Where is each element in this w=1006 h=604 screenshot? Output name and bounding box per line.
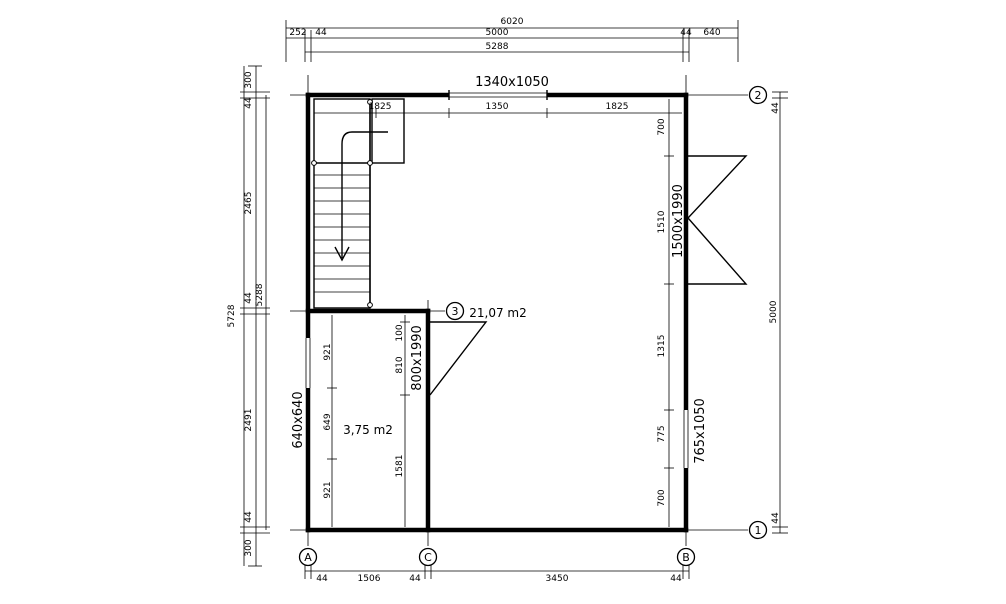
dim-small-room-2: 649 xyxy=(323,413,333,430)
axis-bubble-1: 1 xyxy=(748,520,768,540)
dim-left-wall: 44 xyxy=(315,28,327,38)
dim-top-inner-3: 1825 xyxy=(606,102,629,112)
dim-right-inner-1: 700 xyxy=(657,118,667,135)
area-main-room: 21,07 m2 xyxy=(469,306,527,320)
door-swing-inner xyxy=(429,321,488,396)
axis-bubble-b: B xyxy=(676,547,696,567)
axis-bubble-3: 3 xyxy=(445,301,465,321)
dim-left-chain-6: 44 xyxy=(244,511,254,523)
dim-left-overhang: 252 xyxy=(289,28,306,38)
label-left-window: 640x640 xyxy=(291,391,306,448)
opening-labels: 1340x1050 1500x1990 765x1050 640x640 800… xyxy=(291,75,708,464)
dim-left-chain-5: 2491 xyxy=(244,409,254,432)
dim-partition-2: 810 xyxy=(395,356,405,373)
dim-right-inner-2: 1510 xyxy=(657,210,667,233)
dim-small-room-3: 921 xyxy=(323,481,333,498)
dim-partition-1: 100 xyxy=(395,324,405,341)
dim-right-wall: 44 xyxy=(680,28,692,38)
svg-text:B: B xyxy=(682,551,690,564)
dim-left-chain-3: 2465 xyxy=(244,192,254,215)
dim-right-bottom-wall: 44 xyxy=(771,512,781,524)
right-dimension-group: 44 5000 44 xyxy=(769,91,788,534)
dim-right-overhang: 640 xyxy=(703,28,720,38)
axis-bubble-2: 2 xyxy=(748,85,768,105)
label-right-door: 1500x1990 xyxy=(671,184,686,258)
dim-bottom-4: 3450 xyxy=(546,574,569,584)
dim-overall-height: 5728 xyxy=(227,304,237,327)
dim-structure-width: 5288 xyxy=(486,42,509,52)
staircase xyxy=(311,98,405,309)
dim-bottom-5: 44 xyxy=(670,574,682,584)
dim-structure-height: 5288 xyxy=(255,283,265,306)
dim-left-chain-4: 44 xyxy=(244,292,254,304)
svg-text:A: A xyxy=(304,551,312,564)
dim-left-chain-7: 300 xyxy=(244,539,254,556)
dim-small-room-1: 921 xyxy=(323,343,333,360)
area-small-room: 3,75 m2 xyxy=(343,423,393,437)
window-markers xyxy=(304,90,690,468)
svg-text:3: 3 xyxy=(452,305,459,318)
top-dimension-group: 6020 252 44 5000 44 640 5288 xyxy=(285,17,739,62)
dim-inner-width: 5000 xyxy=(486,28,509,38)
label-inner-door: 800x1990 xyxy=(410,325,425,391)
dim-right-inner: 5000 xyxy=(769,300,779,323)
label-right-window: 765x1050 xyxy=(693,398,708,464)
dim-bottom-3: 44 xyxy=(409,574,421,584)
bottom-dimension-group: 44 1506 44 3450 44 xyxy=(304,563,690,584)
dim-right-inner-3: 1315 xyxy=(657,335,667,358)
svg-text:2: 2 xyxy=(755,89,762,102)
dim-bottom-2: 1506 xyxy=(358,574,381,584)
axis-bubble-c: C xyxy=(418,547,438,567)
dim-top-inner-2: 1350 xyxy=(486,102,509,112)
axis-bubble-a: A xyxy=(298,547,318,567)
dim-right-inner-4: 775 xyxy=(657,425,667,442)
dim-top-inner-1: 1825 xyxy=(369,102,392,112)
label-top-window: 1340x1050 xyxy=(475,75,549,90)
dim-bottom-1: 44 xyxy=(316,574,328,584)
dim-left-chain-1: 300 xyxy=(244,71,254,88)
dim-right-top-wall: 44 xyxy=(771,102,781,114)
svg-text:C: C xyxy=(424,551,432,564)
svg-text:1: 1 xyxy=(755,524,762,537)
left-dimension-group: 5728 5288 300 44 2465 44 2491 44 300 xyxy=(227,65,270,567)
dim-left-chain-2: 44 xyxy=(244,97,254,109)
dim-right-inner-5: 700 xyxy=(657,489,667,506)
door-swing-right xyxy=(687,155,748,285)
dim-overall-width: 6020 xyxy=(501,17,524,27)
inner-dimension-chains: 1825 1350 1825 700 1510 1315 775 700 921… xyxy=(314,99,682,527)
dim-partition-3: 1581 xyxy=(395,455,405,478)
door-swings xyxy=(429,155,748,396)
